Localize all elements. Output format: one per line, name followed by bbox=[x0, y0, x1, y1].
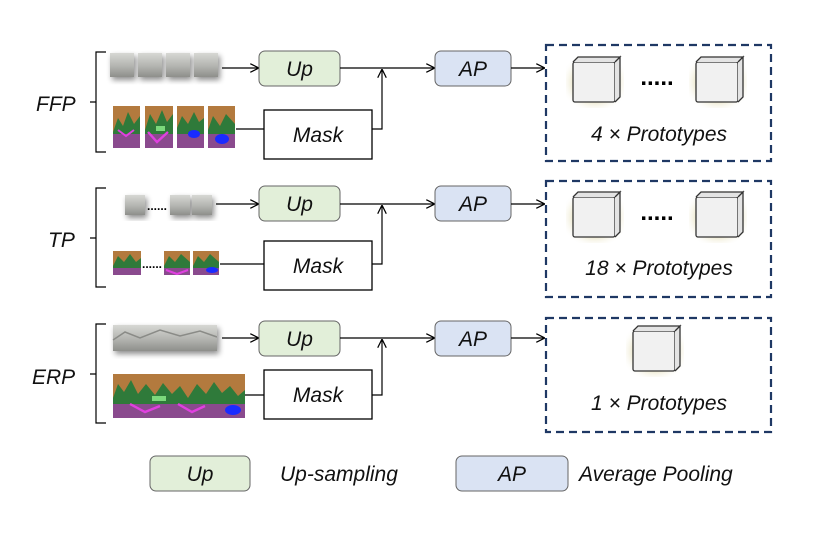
prototype-cube bbox=[689, 190, 747, 243]
ap-label: AP bbox=[457, 193, 487, 216]
mask-tiles-tp bbox=[113, 251, 219, 276]
row-bracket-erp bbox=[90, 323, 106, 424]
arrow-mask-to-merge bbox=[372, 340, 382, 396]
mask-box bbox=[263, 240, 373, 291]
panorama-photo bbox=[112, 325, 218, 351]
row-ffp: FFP bbox=[36, 43, 773, 163]
prototype-count-text: 4 × Prototypes bbox=[591, 123, 727, 146]
mask-tile bbox=[208, 106, 235, 148]
mask-tile bbox=[177, 106, 204, 148]
photo-tile bbox=[166, 53, 190, 77]
row-label-erp: ERP bbox=[32, 366, 75, 389]
arrow-mask-to-merge bbox=[372, 70, 382, 130]
photo-tile bbox=[170, 195, 190, 215]
mask-tile bbox=[113, 106, 140, 148]
legend-up-text: Up-sampling bbox=[280, 463, 398, 486]
up-label: Up bbox=[286, 193, 313, 216]
photo-tile bbox=[192, 195, 212, 215]
mask-tiles-ffp bbox=[113, 106, 235, 148]
mask-tile bbox=[113, 251, 141, 275]
prototype-ellipsis: ..... bbox=[640, 199, 673, 226]
legend-up-box-label: Up bbox=[187, 463, 214, 486]
legend-ap-box bbox=[455, 455, 569, 492]
prototype-cube bbox=[566, 190, 624, 243]
prototype-cube bbox=[626, 324, 684, 377]
row-erp: ERP Up Mask AP 1 × bbox=[32, 316, 773, 434]
arrow-mask-to-merge bbox=[372, 206, 382, 265]
legend: Up Up-sampling AP Average Pooling bbox=[149, 455, 733, 492]
photo-tile bbox=[110, 53, 134, 77]
legend-up-box bbox=[149, 455, 251, 492]
mask-label: Mask bbox=[293, 255, 345, 278]
mask-box bbox=[263, 109, 373, 160]
prototype-cube bbox=[566, 55, 624, 108]
prototype-count-text: 18 × Prototypes bbox=[585, 257, 733, 280]
up-label: Up bbox=[286, 328, 313, 351]
legend-ap-text: Average Pooling bbox=[577, 463, 733, 486]
mask-label: Mask bbox=[293, 124, 345, 147]
row-bracket-ffp bbox=[90, 51, 106, 153]
ap-label: AP bbox=[457, 328, 487, 351]
mask-tile bbox=[164, 251, 190, 276]
row-tp: TP ...... bbox=[48, 179, 773, 299]
mask-box bbox=[263, 369, 373, 420]
photo-tile bbox=[138, 53, 162, 77]
mask-tile bbox=[145, 106, 173, 148]
panorama-mask bbox=[113, 374, 245, 418]
mask-tiles-ellipsis: ...... bbox=[142, 257, 162, 271]
row-label-tp: TP bbox=[48, 229, 75, 252]
ap-label: AP bbox=[457, 58, 487, 81]
row-bracket-tp bbox=[90, 187, 106, 288]
input-photos-tp bbox=[125, 195, 212, 215]
row-label-ffp: FFP bbox=[36, 93, 76, 116]
input-photos-ffp bbox=[110, 53, 218, 77]
legend-ap-box-label: AP bbox=[496, 463, 526, 486]
up-label: Up bbox=[286, 58, 313, 81]
photo-tile bbox=[125, 195, 145, 215]
prototypes-box bbox=[544, 179, 773, 299]
photo-tile bbox=[194, 53, 218, 77]
prototype-ellipsis: ..... bbox=[640, 64, 673, 91]
photo-tiles-ellipsis: ...... bbox=[147, 199, 167, 213]
prototypes-box bbox=[544, 43, 773, 163]
mask-label: Mask bbox=[293, 384, 345, 407]
prototype-count-text: 1 × Prototypes bbox=[591, 392, 727, 415]
mask-tile bbox=[193, 251, 219, 275]
prototype-cube bbox=[689, 55, 747, 108]
